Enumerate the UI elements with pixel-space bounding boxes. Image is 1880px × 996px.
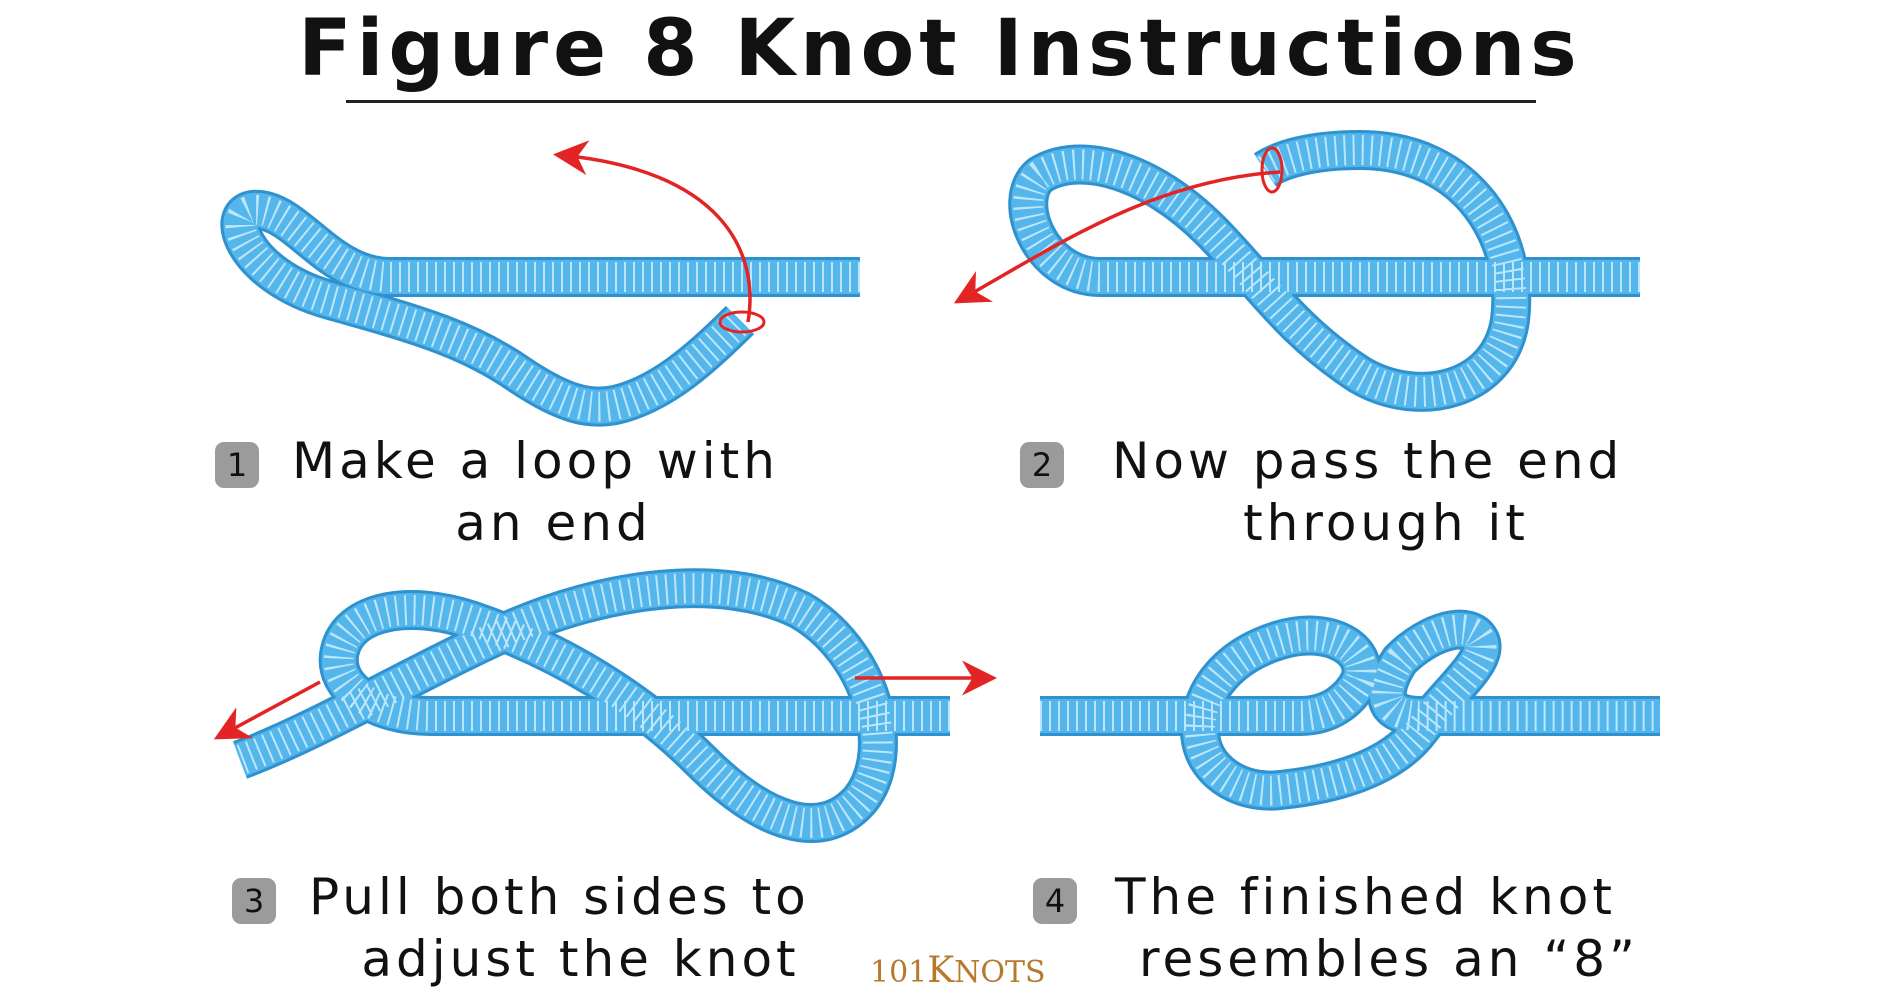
logo-prefix: 101	[870, 955, 928, 990]
step-3-caption: 3 Pull both sides to adjust the knot	[232, 866, 852, 990]
caption-line-2: through it	[1243, 494, 1529, 552]
caption-line-2: adjust the knot	[361, 930, 800, 988]
logo-k: K	[927, 950, 955, 991]
step-2-illustration	[953, 130, 1640, 412]
step-4-illustration	[1040, 609, 1660, 811]
title-underline	[346, 100, 1536, 103]
step-number-badge: 3	[232, 878, 276, 924]
caption-line-1: Now pass the end	[1112, 432, 1624, 490]
rope-end-ring	[718, 310, 766, 334]
step-2-caption: 2 Now pass the end through it	[1020, 430, 1660, 554]
red-arrow	[553, 140, 752, 323]
caption-line-1: Make a loop with	[292, 432, 779, 490]
step-number-badge: 4	[1033, 878, 1077, 924]
caption-line-2: an end	[455, 494, 652, 552]
caption-line-2: resembles an “8”	[1139, 930, 1639, 988]
rope	[1040, 609, 1660, 811]
caption-line-1: The finished knot	[1115, 868, 1616, 926]
rope	[232, 568, 950, 843]
red-arrow-left	[213, 680, 321, 740]
rope	[1008, 130, 1640, 412]
step-1-caption: 1 Make a loop with an end	[215, 430, 815, 554]
brand-logo: 101KNOTS	[870, 950, 1046, 991]
step-1-illustration	[220, 140, 860, 427]
rope	[220, 189, 860, 427]
step-number-badge: 2	[1020, 442, 1064, 488]
rope-end-ring	[1260, 146, 1284, 194]
step-3-illustration	[213, 568, 997, 843]
page-title: Figure 8 Knot Instructions	[298, 4, 1582, 94]
step-number-badge: 1	[215, 442, 259, 488]
logo-rest: NOTS	[954, 955, 1046, 990]
caption-line-1: Pull both sides to	[309, 868, 810, 926]
step-4-caption: 4 The finished knot resembles an “8”	[1033, 866, 1663, 990]
red-arrow	[953, 170, 1281, 304]
